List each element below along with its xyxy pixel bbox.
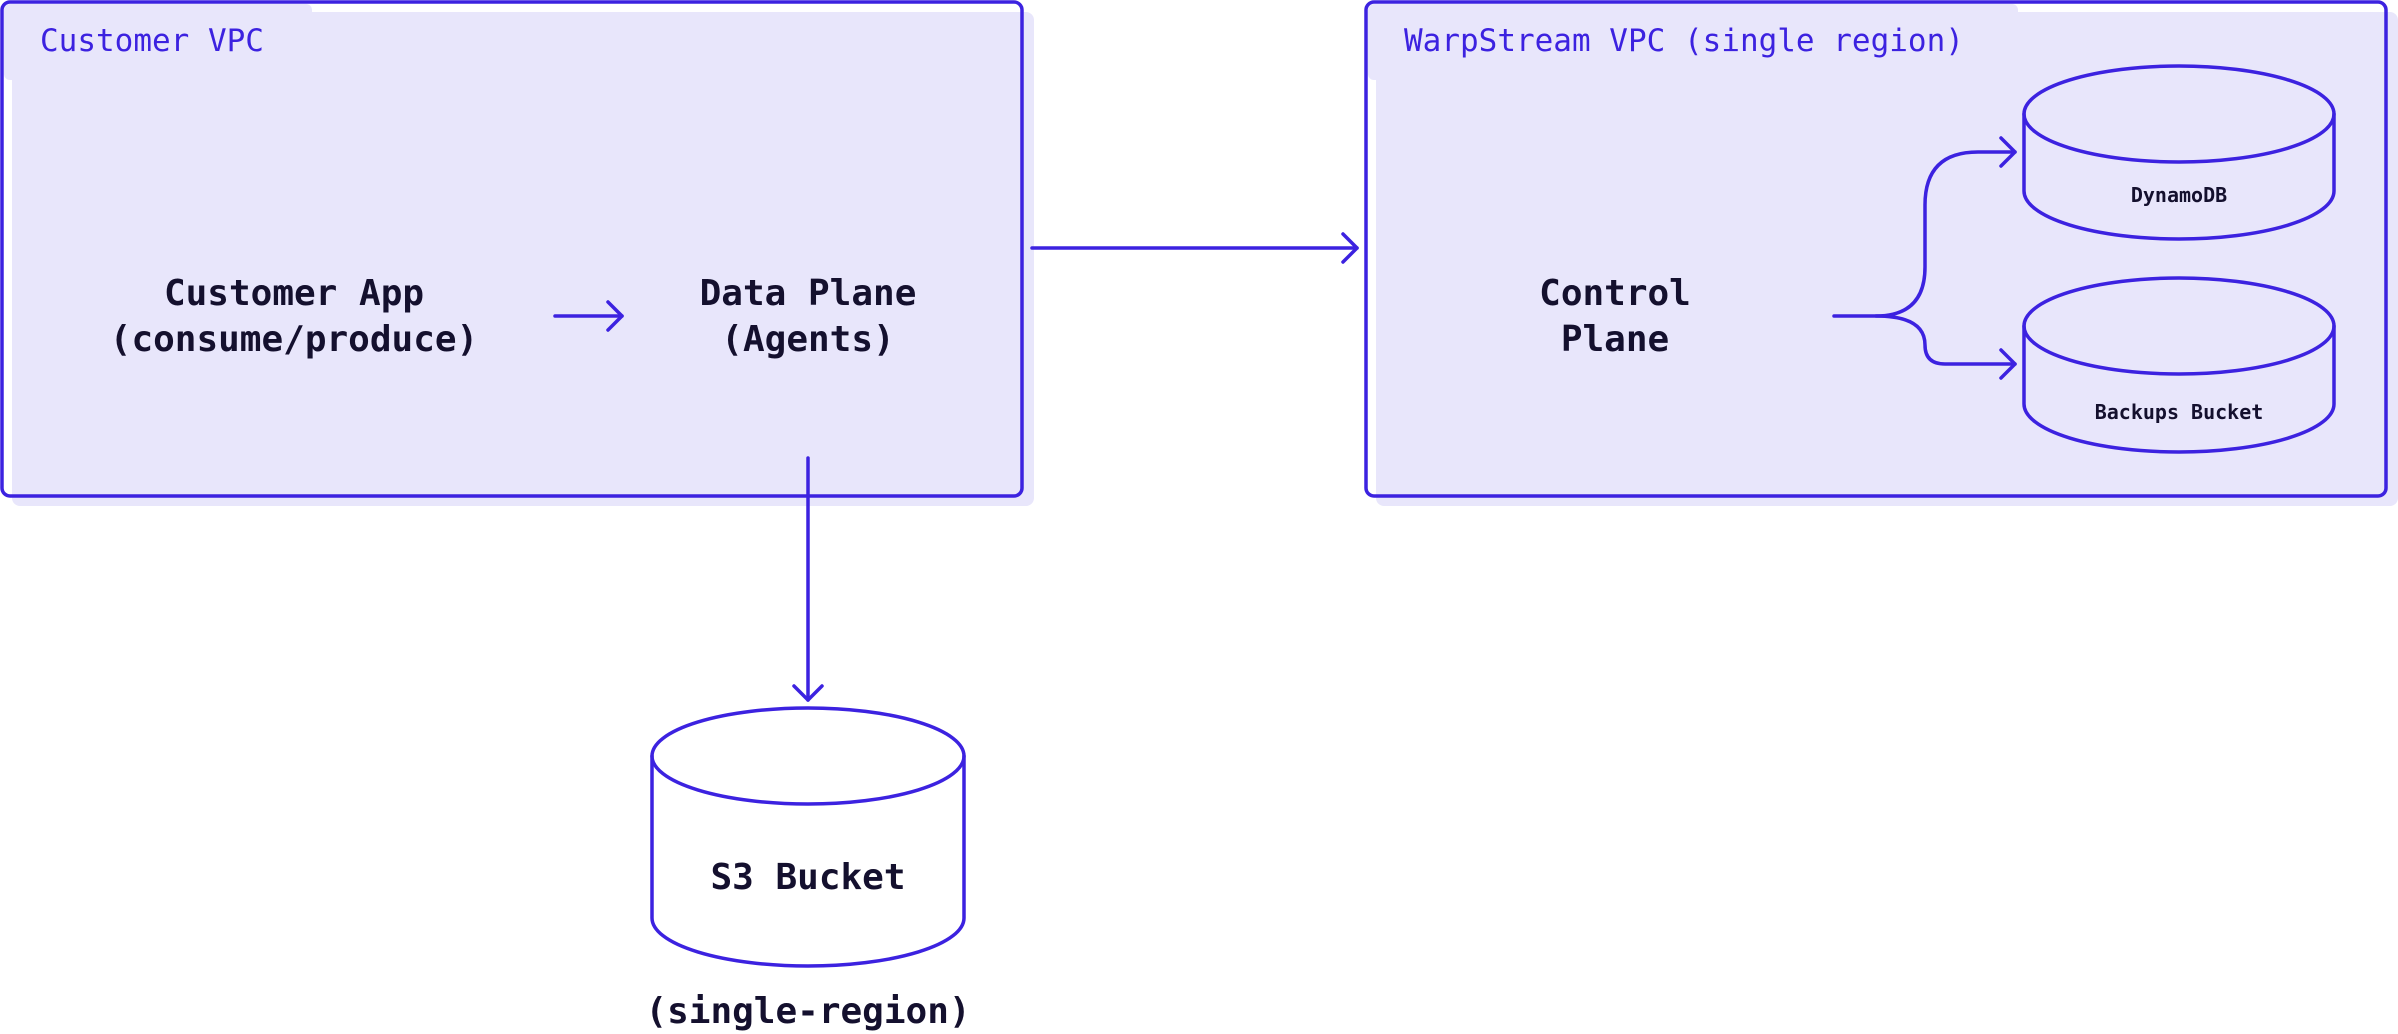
customer-vpc-title: Customer VPC [40, 23, 264, 59]
warpstream-vpc: WarpStream VPC (single region) Control P… [1364, 0, 2398, 506]
control-plane-sublabel: Plane [1561, 319, 1669, 360]
customer-vpc-border [0, 0, 1024, 498]
customer-app-box: Customer App (consume/produce) [40, 180, 548, 451]
backups-bucket-label: Backups Bucket [2095, 400, 2264, 424]
customer-app-fill [40, 180, 548, 451]
data-plane-box: Data Plane (Agents) [630, 180, 986, 451]
data-plane-fill [630, 180, 986, 451]
customer-app-label: Customer App [164, 273, 424, 314]
arrow-customer-to-warpstream [1030, 232, 1359, 264]
warpstream-vpc-title: WarpStream VPC (single region) [1404, 23, 1964, 59]
arrow-dataplane-to-s3 [792, 456, 824, 702]
warpstream-vpc-border [1364, 0, 2388, 498]
warpstream-vpc-label-tab [1368, 4, 2018, 80]
customer-app-sublabel: (consume/produce) [110, 319, 478, 360]
backups-bucket-cylinder: Backups Bucket [2022, 276, 2336, 454]
control-plane-label: Control [1539, 273, 1691, 314]
s3-bucket-cylinder: S3 Bucket [650, 706, 966, 968]
dynamodb-label: DynamoDB [2131, 183, 2227, 207]
control-plane-box: Control Plane [1404, 180, 1826, 451]
data-plane-sublabel: (Agents) [721, 319, 894, 360]
customer-vpc-label-tab [4, 4, 312, 80]
control-plane-fill [1404, 180, 1826, 451]
connector-control-to-dynamodb [1832, 136, 2017, 318]
s3-bucket-label: S3 Bucket [710, 857, 905, 898]
connector-control-to-backups [1874, 314, 2017, 380]
data-plane-label: Data Plane [700, 273, 917, 314]
arrow-app-to-dataplane [553, 300, 624, 332]
customer-vpc: Customer VPC Customer App (consume/produ… [0, 0, 1034, 506]
dynamodb-cylinder: DynamoDB [2022, 64, 2336, 241]
s3-bucket-caption: (single-region) [645, 991, 970, 1032]
